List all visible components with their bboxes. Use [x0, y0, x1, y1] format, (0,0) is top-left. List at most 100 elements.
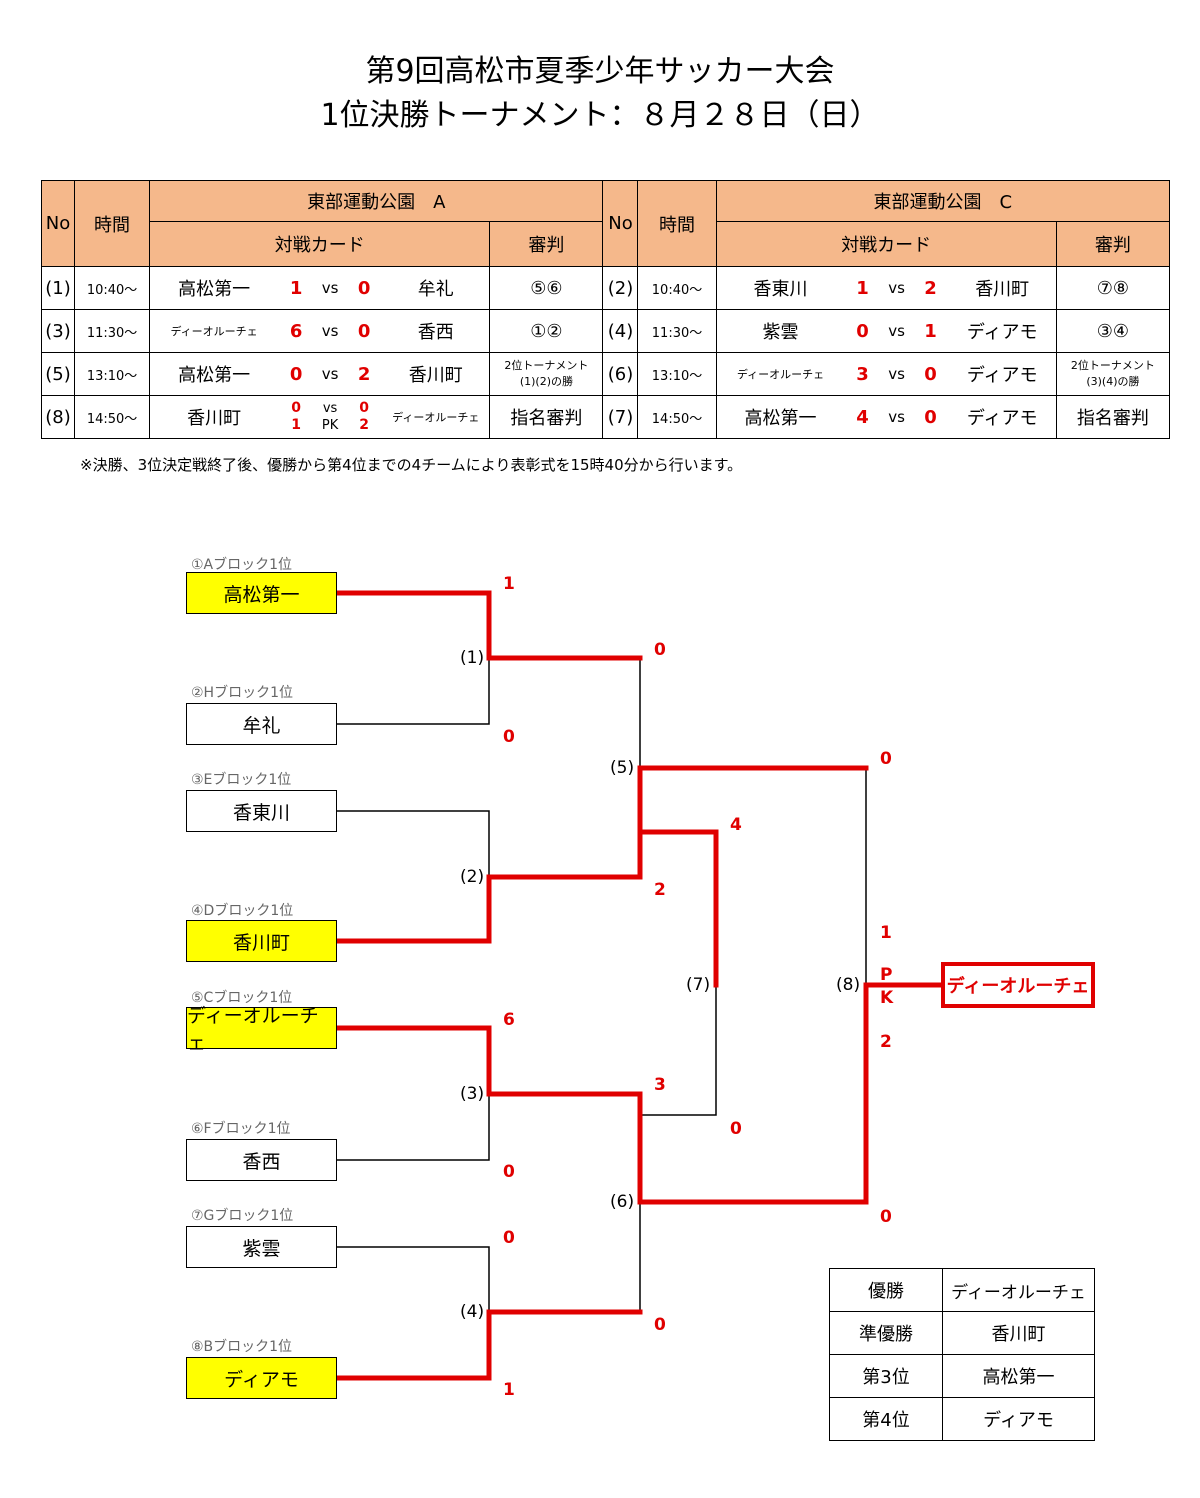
bracket-line — [637, 765, 869, 880]
ceremony-note: ※決勝、3位決定戦終了後、優勝から第4位までの4チームにより表彰式を15時40分… — [80, 456, 743, 474]
team-box: ディーオルーチェ — [186, 1005, 337, 1054]
header-time: 時間 — [637, 180, 717, 267]
match-label: (7) — [686, 975, 711, 995]
match-no: (2) — [602, 266, 639, 310]
bracket-line — [334, 590, 643, 661]
referee: ⑦⑧ — [1055, 266, 1171, 310]
bracket-score: 0 — [503, 1228, 515, 1248]
bracket-line — [334, 1025, 643, 1097]
page-subtitle: 1位決勝トーナメント：８月２８日（日） — [320, 98, 880, 133]
bracket-score: 0 — [730, 1119, 742, 1139]
rank-label: 優勝 — [829, 1268, 943, 1312]
score-away-stack: 0 2 — [346, 400, 382, 434]
bracket-line — [637, 829, 719, 988]
header-card: 対戦カード — [149, 221, 491, 267]
team-home: ディーオルーチェ — [736, 367, 825, 381]
header-referee: 審判 — [489, 221, 604, 267]
schedule-table: No 時間 東部運動公園 A No 時間 東部運動公園 C 対戦カード 審判 対… — [40, 180, 1171, 439]
table-row: (5) 13:10～ 高松第一 0 vs 2 香川町 2位トーナメント (1)(… — [40, 352, 1171, 396]
bracket-score: 6 — [503, 1010, 515, 1030]
score-home: 0 — [856, 320, 869, 342]
score-home: 4 — [856, 406, 869, 428]
vs-label: vs — [888, 279, 905, 297]
bracket-score: 3 — [654, 1075, 666, 1095]
team-caption: ①Aブロック1位 — [191, 557, 293, 573]
table-row: (3) 11:30～ ディーオルーチェ 6 vs 0 香西 ①② (4) 11:… — [40, 309, 1171, 353]
team-caption: ③Eブロック1位 — [191, 772, 292, 788]
bracket-score: 0 — [503, 1162, 515, 1182]
referee: 指名審判 — [489, 395, 604, 439]
pk-score-away: 2 — [359, 417, 369, 433]
rank-label: 第3位 — [829, 1354, 943, 1398]
bracket-line — [336, 810, 490, 878]
bracket-line — [637, 982, 944, 1205]
team-away: ディアモ — [966, 322, 1038, 343]
bracket-score: 1 — [880, 923, 892, 943]
bracket-line — [639, 984, 717, 1116]
vs-label: vs — [321, 365, 339, 383]
match-no: (8) — [40, 395, 76, 439]
referee: 指名審判 — [1055, 395, 1171, 439]
bracket-line — [334, 874, 643, 944]
vs-pk-stack: vs PK — [314, 400, 346, 434]
match-time: 11:30～ — [637, 309, 717, 353]
vs-label: vs — [888, 408, 905, 426]
score-home: 1 — [289, 277, 303, 299]
rank-team: 高松第一 — [942, 1354, 1095, 1398]
pk-score-home: 1 — [291, 417, 301, 433]
match-label: (6) — [610, 1192, 635, 1212]
bracket-score: 1 — [503, 1380, 515, 1400]
match-label: (3) — [460, 1084, 485, 1104]
header-time: 時間 — [74, 180, 151, 267]
referee-line: (1)(2)の勝 — [519, 375, 573, 388]
match-card: 香東川 1 vs 2 香川町 — [717, 275, 1055, 301]
referee: ⑤⑥ — [489, 266, 604, 310]
team-caption: ④Dブロック1位 — [191, 903, 294, 919]
match-no: (5) — [40, 352, 76, 396]
team-box: 香東川 — [186, 790, 337, 832]
score-away: 2 — [924, 277, 937, 299]
team-caption: ⑥Fブロック1位 — [191, 1121, 291, 1137]
header-referee: 審判 — [1055, 221, 1171, 267]
bracket-line — [334, 1309, 643, 1381]
team-box: 香川町 — [186, 920, 337, 962]
bracket-score: 2 — [880, 1032, 892, 1052]
score-away: 0 — [357, 320, 371, 342]
team-box: 紫雲 — [186, 1226, 337, 1268]
team-home: 高松第一 — [178, 279, 251, 300]
team-caption: ⑧Bブロック1位 — [191, 1339, 293, 1355]
bracket-score: 0 — [654, 1315, 666, 1335]
header-card: 対戦カード — [715, 221, 1057, 267]
score-home: 0 — [291, 400, 301, 416]
referee-line: 2位トーナメント — [1070, 359, 1155, 372]
bracket-line — [336, 1093, 490, 1161]
team-home: 高松第一 — [178, 365, 251, 386]
vs-label: vs — [888, 365, 905, 383]
team-home: 香川町 — [187, 408, 242, 429]
referee: 2位トーナメント (3)(4)の勝 — [1057, 358, 1168, 390]
match-label: (5) — [610, 758, 635, 778]
match-card: ディーオルーチェ 3 vs 0 ディアモ — [717, 361, 1055, 387]
match-no: (4) — [602, 309, 639, 353]
score-away: 0 — [924, 363, 937, 385]
bracket-score: 2 — [654, 880, 666, 900]
score-away: 2 — [357, 363, 371, 385]
score-away: 0 — [359, 400, 369, 416]
vs-label: vs — [322, 401, 338, 416]
match-card: 香川町 0 1 vs PK 0 2 ディーオルーチェ — [151, 400, 489, 434]
score-away: 1 — [924, 320, 937, 342]
header-no: No — [40, 180, 76, 267]
bracket-score: 4 — [730, 815, 742, 835]
team-away: 香川町 — [408, 365, 463, 386]
match-time: 11:30～ — [74, 309, 151, 353]
match-card: 紫雲 0 vs 1 ディアモ — [717, 318, 1055, 344]
match-no: (3) — [40, 309, 76, 353]
bracket-score: 0 — [880, 749, 892, 769]
score-home: 0 — [289, 363, 303, 385]
score-away: 0 — [357, 277, 371, 299]
table-row: (8) 14:50～ 香川町 0 1 vs PK 0 2 ディーオルーチェ 指名… — [40, 395, 1171, 439]
team-home: ディーオルーチェ — [170, 324, 258, 338]
team-box: 香西 — [186, 1139, 337, 1181]
score-home-stack: 0 1 — [278, 400, 314, 434]
